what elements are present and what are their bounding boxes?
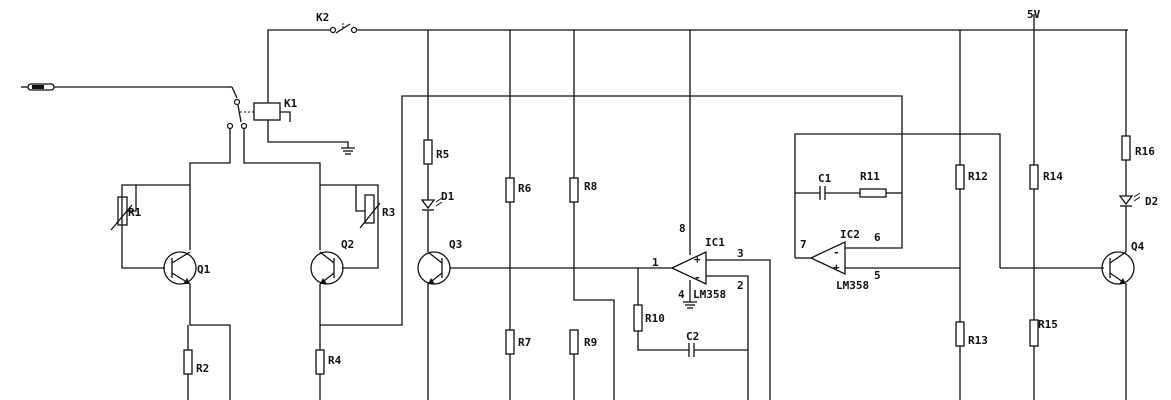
r12-label: R12 <box>968 170 988 183</box>
q3-stage: R5 D1 Q3 <box>417 30 672 400</box>
q4-label: Q4 <box>1131 240 1145 253</box>
r10-label: R10 <box>645 312 665 325</box>
ic1-minus: - <box>694 271 701 284</box>
c1-label: C1 <box>818 172 832 185</box>
ic1-opamp: + - 8 IC1 1 3 2 4 LM358 R10 C2 <box>633 30 771 400</box>
wire-q1-collector <box>189 129 231 250</box>
ic2-part: LM358 <box>836 279 869 292</box>
ic1-label: IC1 <box>705 236 725 249</box>
q1-label: Q1 <box>197 263 211 276</box>
ic2-pin7: 7 <box>800 238 807 251</box>
q2-stage: R3 Q2 R4 <box>310 95 903 400</box>
supply-rail: K2 <box>267 11 1128 100</box>
r4-label: R4 <box>328 354 342 367</box>
r11-label: R11 <box>860 170 880 183</box>
c2-label: C2 <box>686 330 699 343</box>
r5-label: R5 <box>436 148 449 161</box>
r6-label: R6 <box>518 182 532 195</box>
ic1-pin2: 2 <box>737 279 744 292</box>
r8-label: R8 <box>584 180 597 193</box>
ic1-pin1: 1 <box>652 256 659 269</box>
r14-r15-divider: 5V R14 R15 <box>1027 8 1063 400</box>
ic1-pin8: 8 <box>679 222 686 235</box>
r1-label: R1 <box>128 206 142 219</box>
q4-stage: R16 D2 Q4 <box>1000 30 1158 400</box>
r3-label: R3 <box>382 206 395 219</box>
sensor-probe <box>21 83 238 99</box>
wire-q2-collector <box>243 129 321 250</box>
r9-label: R9 <box>584 336 597 349</box>
q3-label: Q3 <box>449 238 462 251</box>
q1-stage: R1 Q1 R2 <box>110 184 231 400</box>
r16-label: R16 <box>1135 145 1155 158</box>
ic1-plus: + <box>694 253 701 266</box>
r7-label: R7 <box>518 336 531 349</box>
ic2-plus: + <box>833 261 840 274</box>
ic2-pin5: 5 <box>874 269 881 282</box>
ic1-pin4: 4 <box>678 288 685 301</box>
q2-label: Q2 <box>341 238 354 251</box>
d1-label: D1 <box>441 190 455 203</box>
ic1-pin3: 3 <box>737 247 744 260</box>
d2-label: D2 <box>1145 195 1158 208</box>
ic2-pin6: 6 <box>874 231 881 244</box>
ic1-part: LM358 <box>693 288 726 301</box>
k2-label: K2 <box>316 11 329 24</box>
r12-r13-divider: R12 R13 <box>955 30 988 400</box>
r14-label: R14 <box>1043 170 1063 183</box>
k1-label: K1 <box>284 97 298 110</box>
r6-r7-divider: R6 R7 <box>505 30 532 400</box>
relay-k1: K1 <box>226 97 355 155</box>
r15-label: R15 <box>1038 318 1058 331</box>
ic2-opamp: C1 R11 - + IC2 6 7 5 LM358 <box>794 133 1001 292</box>
r13-label: R13 <box>968 334 988 347</box>
r8-r9-divider: R8 R9 <box>569 30 615 400</box>
r2-label: R2 <box>196 362 209 375</box>
ic2-minus: - <box>833 246 840 259</box>
ic2-label: IC2 <box>840 228 860 241</box>
supply-label: 5V <box>1027 8 1041 21</box>
